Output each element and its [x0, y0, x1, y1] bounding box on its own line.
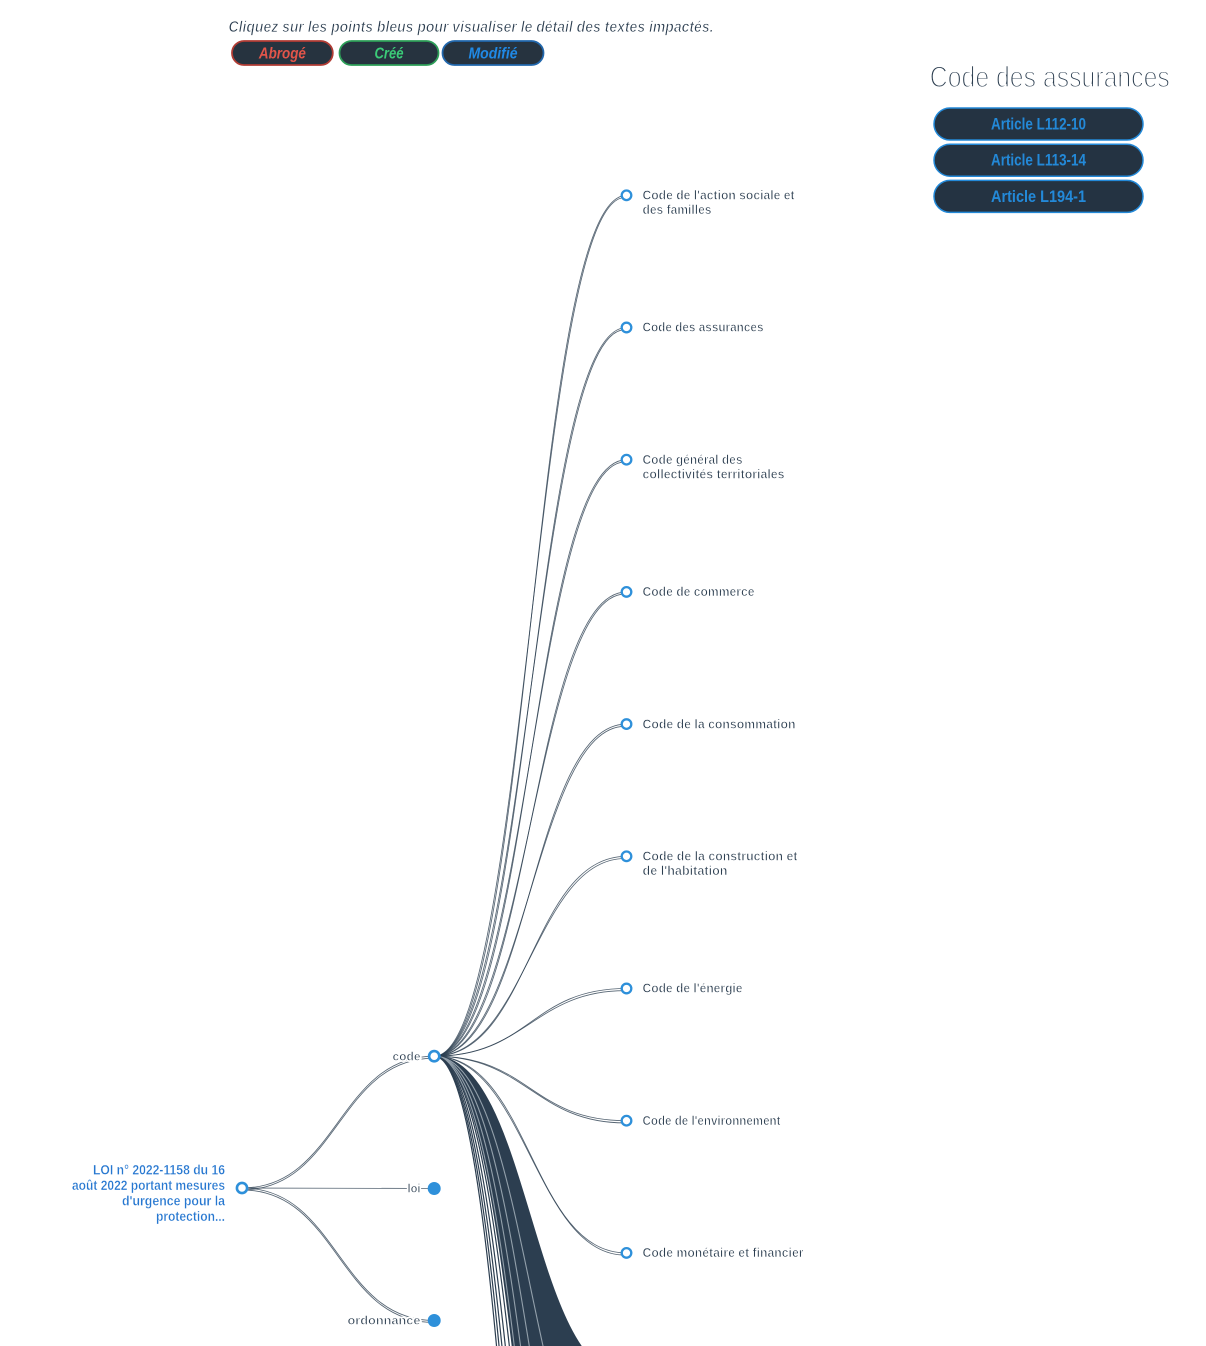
svg-text:Code des assurances: Code des assurances	[930, 61, 1170, 94]
svg-text:Code de l'action sociale et: Code de l'action sociale et	[643, 189, 796, 203]
svg-text:collectivités territoriales: collectivités territoriales	[643, 468, 785, 482]
svg-text:août 2022 portant mesures: août 2022 portant mesures	[72, 1177, 225, 1193]
svg-text:Code de l'action sociale et: Code de l'action sociale et	[643, 189, 796, 203]
svg-text:loi: loi	[408, 1182, 421, 1196]
svg-text:Code de commerce: Code de commerce	[643, 585, 755, 599]
svg-text:ordonnance: ordonnance	[348, 1314, 421, 1328]
svg-text:protection...: protection...	[156, 1208, 225, 1224]
svg-text:loi: loi	[408, 1182, 421, 1196]
svg-text:code: code	[393, 1049, 421, 1063]
svg-text:Code de la consommation: Code de la consommation	[643, 717, 796, 731]
svg-text:Code de commerce: Code de commerce	[643, 585, 755, 599]
svg-text:Cliquez sur les points bleus p: Cliquez sur les points bleus pour visual…	[229, 19, 714, 36]
svg-text:Code de l'environnement: Code de l'environnement	[643, 1114, 782, 1128]
svg-text:Code de la construction et: Code de la construction et	[643, 850, 799, 864]
svg-text:de l'habitation: de l'habitation	[643, 864, 728, 878]
svg-text:Code de l'énergie: Code de l'énergie	[643, 982, 743, 996]
svg-text:Code de la construction et: Code de la construction et	[643, 850, 799, 864]
svg-text:LOI n° 2022-1158 du 16: LOI n° 2022-1158 du 16	[93, 1162, 225, 1178]
svg-text:Code général des: Code général des	[643, 453, 743, 467]
svg-text:d'urgence pour la: d'urgence pour la	[122, 1193, 225, 1209]
svg-text:code: code	[393, 1049, 421, 1063]
svg-text:Code des assurances: Code des assurances	[643, 321, 764, 335]
svg-text:de l'habitation: de l'habitation	[643, 864, 728, 878]
svg-text:des familles: des familles	[643, 203, 712, 217]
svg-text:Article L113-14: Article L113-14	[991, 152, 1087, 170]
svg-text:Code des assurances: Code des assurances	[930, 61, 1170, 94]
svg-text:Code général des: Code général des	[643, 453, 743, 467]
svg-text:Code des assurances: Code des assurances	[643, 321, 764, 335]
svg-text:Cliquez sur les points bleus p: Cliquez sur les points bleus pour visual…	[229, 19, 714, 36]
svg-text:protection...: protection...	[156, 1208, 225, 1224]
svg-text:LOI n° 2022-1158 du 16: LOI n° 2022-1158 du 16	[93, 1162, 225, 1178]
svg-text:des familles: des familles	[643, 203, 712, 217]
svg-text:d'urgence pour la: d'urgence pour la	[122, 1193, 225, 1209]
svg-text:Article L194-1: Article L194-1	[991, 188, 1086, 206]
svg-text:Article L112-10: Article L112-10	[991, 116, 1086, 134]
svg-text:Modifié: Modifié	[469, 46, 518, 63]
svg-text:collectivités territoriales: collectivités territoriales	[643, 468, 785, 482]
svg-text:Code de l'énergie: Code de l'énergie	[643, 982, 743, 996]
svg-text:ordonnance: ordonnance	[348, 1314, 421, 1328]
svg-text:août 2022 portant mesures: août 2022 portant mesures	[72, 1177, 225, 1193]
svg-text:Code monétaire et financier: Code monétaire et financier	[643, 1246, 804, 1260]
svg-text:Code de l'environnement: Code de l'environnement	[643, 1114, 782, 1128]
svg-text:Abrogé: Abrogé	[258, 46, 306, 63]
svg-text:Code de la consommation: Code de la consommation	[643, 717, 796, 731]
svg-text:Créé: Créé	[375, 46, 404, 63]
svg-text:Code monétaire et financier: Code monétaire et financier	[643, 1246, 804, 1260]
